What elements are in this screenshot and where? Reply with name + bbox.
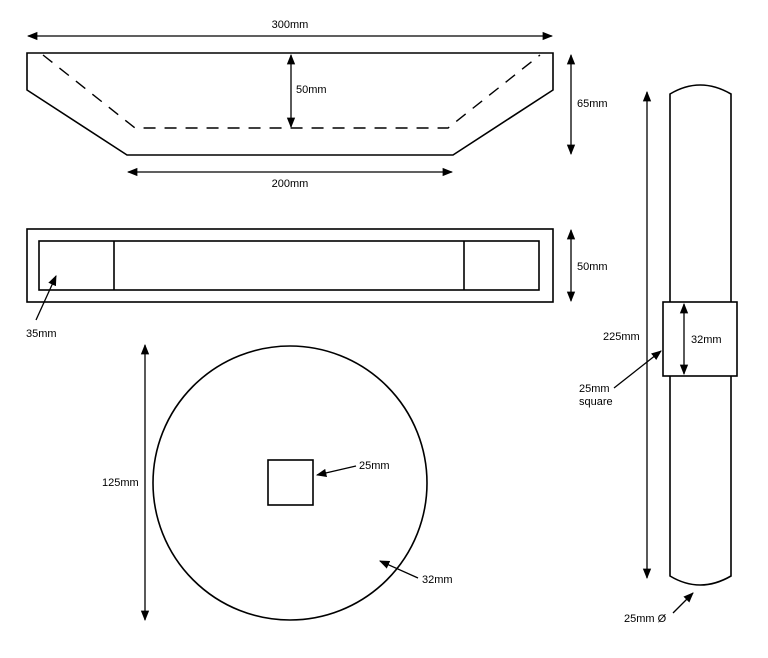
- rod-diameter-leader: [672, 592, 694, 614]
- rod-square-block: [662, 301, 738, 377]
- disc-thickness-label: 32mm: [422, 574, 453, 586]
- disc-hole-leader: [315, 465, 357, 477]
- rod-diameter-label: 25mm Ø: [624, 613, 667, 625]
- top-view-end-label: 35mm: [26, 328, 57, 340]
- tray-outline: [26, 52, 554, 156]
- disc-outline: [152, 345, 428, 621]
- rod-block-label: 32mm: [691, 334, 722, 346]
- disc-square-hole: [267, 459, 314, 506]
- top-view-end-leader: [35, 275, 57, 321]
- top-view-height-label: 50mm: [577, 261, 608, 273]
- tray-base-label: 200mm: [272, 178, 309, 190]
- rod-square-label-line2: square: [579, 396, 613, 408]
- top-view-inner-frame: [38, 240, 540, 291]
- rod-square-label-line1: 25mm: [579, 383, 610, 395]
- disc-diameter-label: 125mm: [102, 477, 139, 489]
- tray-height-label: 65mm: [577, 98, 608, 110]
- rod-outline: [669, 84, 732, 586]
- tray-top-view: 50mm 35mm: [26, 228, 608, 340]
- disc-hole-label: 25mm: [359, 460, 390, 472]
- rod-length-label: 225mm: [603, 331, 640, 343]
- tray-width-label: 300mm: [272, 19, 309, 31]
- disc-thickness-leader: [379, 560, 419, 579]
- rod-view: 225mm 32mm 25mm square 25mm Ø: [579, 84, 738, 625]
- rod-square-leader: [613, 350, 662, 389]
- top-view-outer-frame: [26, 228, 554, 303]
- tray-side-view: 300mm 50mm 65mm 200mm: [26, 19, 608, 190]
- disc-view: 125mm 25mm 32mm: [102, 343, 453, 622]
- tray-depth-label: 50mm: [296, 84, 327, 96]
